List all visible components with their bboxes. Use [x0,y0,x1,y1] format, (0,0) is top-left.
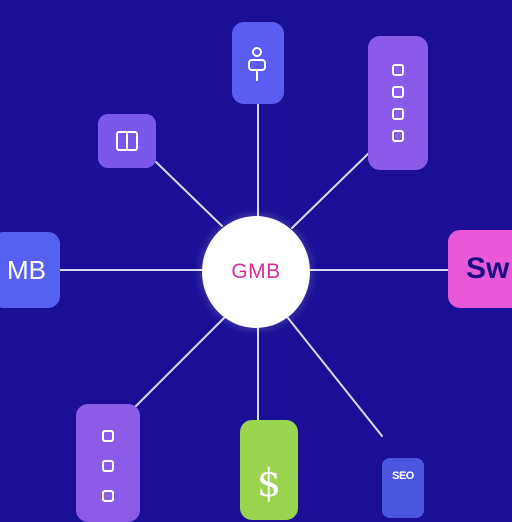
top-node[interactable] [232,22,284,104]
dollar-icon: $ [256,461,282,505]
connector-top-left [155,161,223,227]
bottom-right-node[interactable]: SEO [382,458,424,518]
window-icon [116,131,138,151]
star-icon [392,108,404,120]
top-left-node[interactable] [98,114,156,168]
right-node-label: Sw [466,252,510,285]
social-icon [392,64,404,76]
chat-icon [392,86,404,98]
hub-label: GMB [231,260,281,283]
bottom-left-node[interactable] [76,404,140,522]
tag-icon [102,460,114,472]
right-node[interactable]: Sw [448,230,512,308]
left-node[interactable]: MB [0,232,60,308]
mail-icon [392,130,404,142]
box-icon [102,490,114,502]
connector-bottom-left [133,317,225,409]
connector-top-right [291,149,373,229]
bottom-mid-node[interactable]: $ [240,420,298,520]
connector-bottom-right [287,317,383,437]
left-node-label: MB [7,254,46,285]
top-right-node[interactable] [368,36,428,170]
person-icon [245,43,271,83]
seo-label: SEO [392,470,414,482]
cart-icon [102,430,114,442]
hub-node[interactable]: GMB [202,216,310,328]
